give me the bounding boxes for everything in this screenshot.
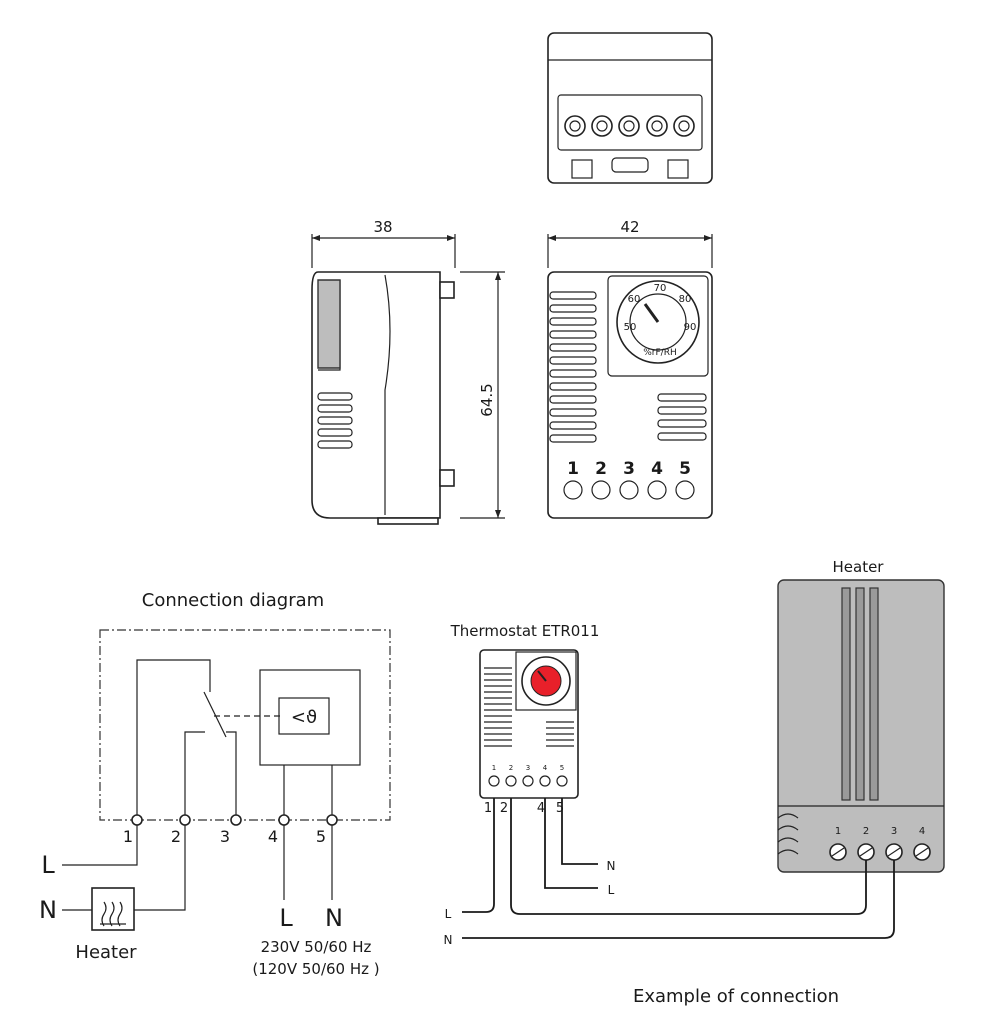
dial-tick-60: 60 — [628, 294, 641, 305]
alt-voltage: (120V 50/60 Hz ) — [252, 960, 379, 978]
heater-unit: 1 2 3 4 — [777, 579, 945, 873]
dim-depth: 38 — [373, 218, 392, 236]
thermo-term-4: 4 — [537, 801, 545, 816]
example-n-right: N — [607, 859, 616, 873]
line-label: L — [41, 851, 55, 879]
front-vents-right — [657, 393, 707, 441]
front-terminal-2: 2 — [595, 459, 607, 479]
dial-tick-70: 70 — [654, 283, 667, 294]
heater-title: Heater — [833, 558, 885, 576]
front-view: 42 70 80 90 — [547, 218, 713, 519]
diagram-terminals — [131, 814, 338, 826]
diagram-terminal-4: 4 — [268, 827, 278, 846]
diagram-terminal-5: 5 — [316, 827, 326, 846]
example-l-left: L — [445, 907, 452, 921]
heater-term-2: 2 — [863, 826, 869, 837]
mini-thermostat: 1 2 3 4 5 — [479, 649, 579, 799]
heater-term-4: 4 — [919, 826, 925, 837]
connection-diagram: Connection diagram <ϑ 1 2 3 4 5 L N — [39, 590, 391, 978]
dial-units: %rF/RH — [643, 348, 676, 358]
mini-terminal-5: 5 — [560, 764, 564, 772]
mini-terminal-3: 3 — [526, 764, 530, 772]
diagram-terminal-3: 3 — [220, 827, 230, 846]
heater-symbol — [91, 887, 135, 931]
example-of-connection: Thermostat ETR011 — [444, 558, 945, 1007]
example-n-left: N — [444, 933, 453, 947]
thermo-term-5: 5 — [556, 801, 564, 816]
thermo-term-1: 1 — [484, 801, 492, 816]
top-terminal-screws — [564, 115, 695, 137]
dial-tick-80: 80 — [679, 294, 692, 305]
dim-height: 64.5 — [478, 383, 496, 416]
heater-term-1: 1 — [835, 826, 841, 837]
mini-terminal-2: 2 — [509, 764, 513, 772]
dial-tick-50: 50 — [624, 322, 637, 333]
front-terminal-5: 5 — [679, 459, 691, 479]
example-caption: Example of connection — [633, 986, 839, 1007]
sensor-symbol: <ϑ — [291, 707, 317, 728]
supply-n-label: N — [325, 904, 343, 932]
front-terminal-holes — [563, 480, 695, 500]
mini-terminal-4: 4 — [543, 764, 548, 772]
front-dial[interactable]: 70 80 90 50 60 %rF/RH — [616, 280, 700, 364]
diagram-terminal-1: 1 — [123, 827, 133, 846]
supply-l-label: L — [279, 904, 293, 932]
mini-vents — [484, 667, 574, 747]
diagram-terminal-2: 2 — [171, 827, 181, 846]
top-view — [547, 32, 713, 184]
mini-terminal-holes — [488, 775, 568, 787]
side-vents — [317, 392, 353, 449]
front-terminal-4: 4 — [651, 459, 663, 479]
mini-terminal-labels: 1 2 3 4 5 — [492, 764, 564, 772]
connection-diagram-title: Connection diagram — [142, 590, 324, 611]
mini-dial[interactable] — [521, 656, 571, 706]
mini-terminal-1: 1 — [492, 764, 496, 772]
thermo-term-2: 2 — [500, 801, 508, 816]
side-view: 38 64.5 — [311, 218, 505, 525]
front-terminal-3: 3 — [623, 459, 635, 479]
front-terminal-labels: 1 2 3 4 5 — [567, 459, 691, 479]
front-vents-left — [549, 291, 597, 443]
neutral-label: N — [39, 896, 57, 924]
thermostat-title: Thermostat ETR011 — [450, 622, 600, 640]
dim-width: 42 — [620, 218, 639, 236]
heater-term-3: 3 — [891, 826, 897, 837]
example-l-right: L — [608, 883, 615, 897]
diagram-heater-label: Heater — [75, 942, 137, 963]
front-terminal-1: 1 — [567, 459, 579, 479]
dial-tick-90: 90 — [684, 322, 697, 333]
supply-voltage: 230V 50/60 Hz — [261, 938, 372, 956]
